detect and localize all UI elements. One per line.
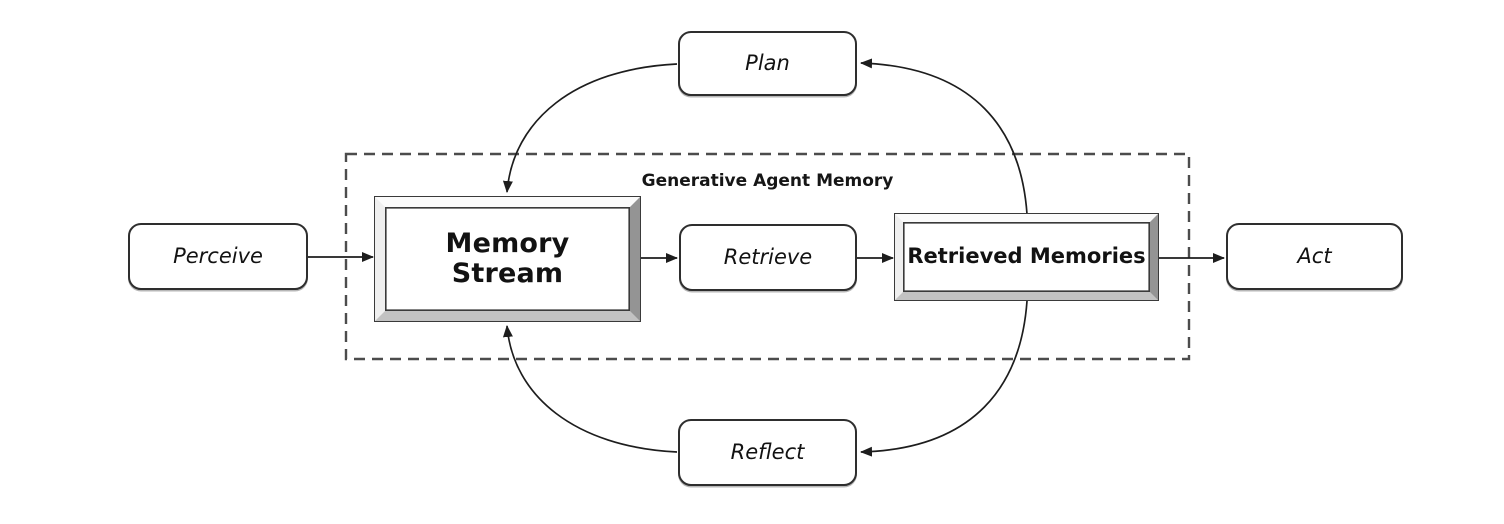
memory-region-label: Generative Agent Memory	[641, 171, 894, 191]
node-act: Act	[1226, 223, 1403, 290]
memory-region-dashed-border	[344, 152, 1191, 361]
node-plan: Plan	[678, 31, 857, 96]
edge-reflect-to-memory-stream	[502, 325, 678, 453]
node-reflect: Reflect	[678, 419, 857, 486]
edge-retrieved-memories-to-reflect	[860, 300, 1028, 457]
node-memory-stream: Memory Stream	[374, 196, 641, 322]
edge-retrieved-memories-to-plan	[860, 58, 1028, 215]
node-perceive: Perceive	[128, 223, 308, 290]
node-retrieve: Retrieve	[679, 224, 857, 291]
node-retrieved-memories: Retrieved Memories	[894, 213, 1159, 301]
edge-plan-to-memory-stream	[502, 63, 678, 193]
